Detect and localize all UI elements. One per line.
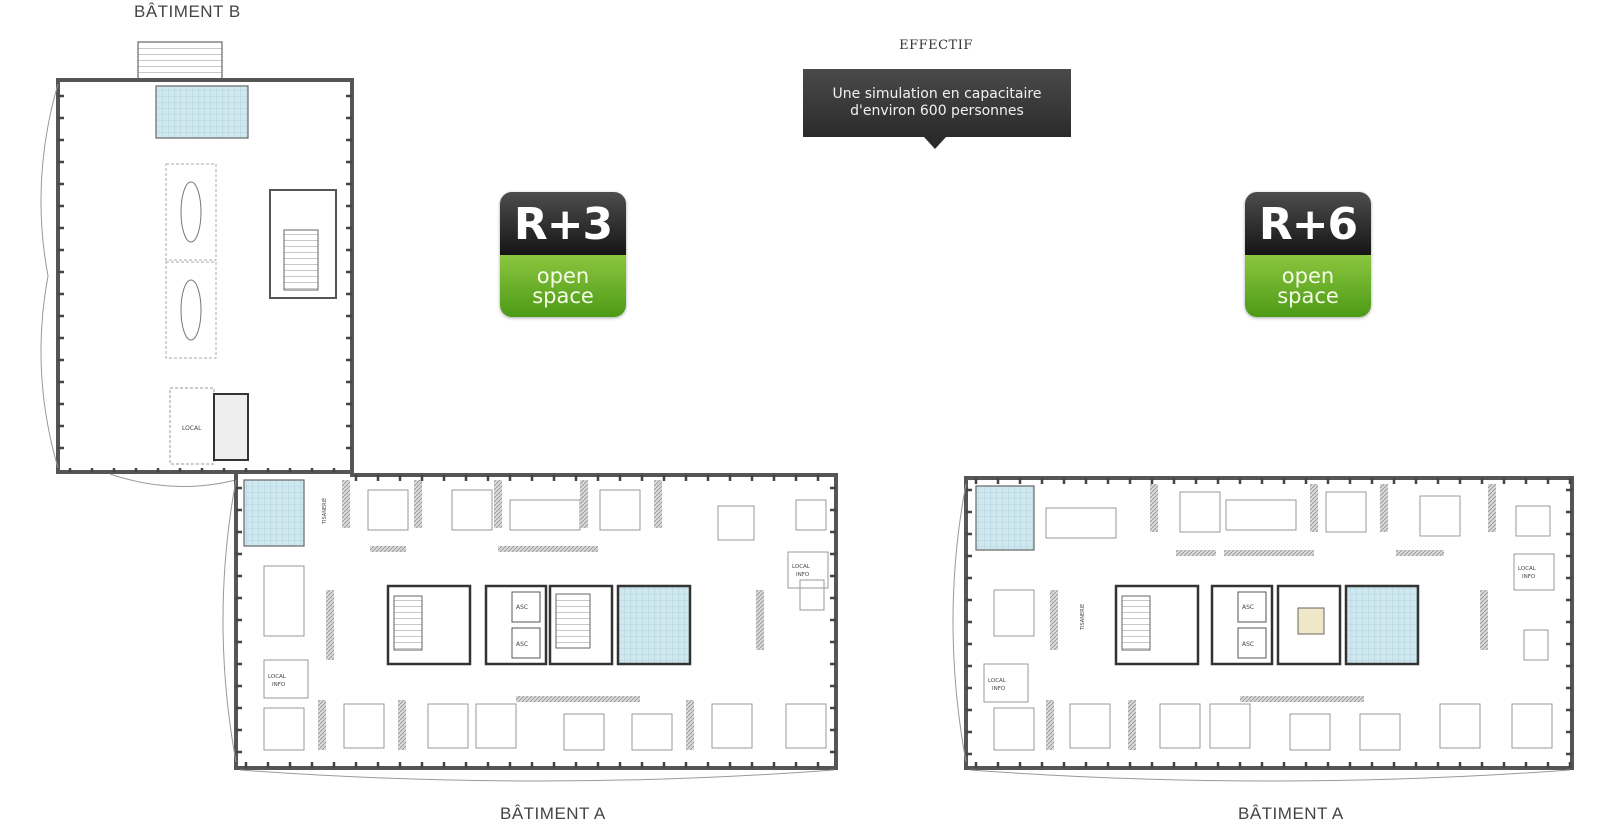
floor-badge-r3: R+3 open space bbox=[500, 192, 626, 317]
elevator-label: ASC bbox=[1242, 641, 1254, 648]
building-b-label: BÂTIMENT B bbox=[134, 2, 241, 21]
badge-subtitle: open space bbox=[1245, 255, 1371, 317]
effectif-title: EFFECTIF bbox=[899, 38, 973, 53]
building-a-plan-r3 bbox=[222, 470, 838, 782]
callout-pointer bbox=[924, 137, 946, 149]
badge-line-open: open bbox=[1281, 264, 1335, 288]
floor-badge-r6: R+6 open space bbox=[1245, 192, 1371, 317]
local-info-label: INFO bbox=[1522, 574, 1536, 580]
local-info-label: LOCAL bbox=[988, 678, 1007, 684]
local-info-label: LOCAL bbox=[792, 564, 811, 570]
badge-line-open: open bbox=[536, 264, 590, 288]
building-a-label-r6: BÂTIMENT A bbox=[1238, 804, 1344, 823]
elevator-label: ASC bbox=[516, 604, 528, 611]
local-info-label: LOCAL bbox=[1518, 566, 1537, 572]
window-mullions bbox=[58, 94, 1572, 768]
badge-line-space: space bbox=[532, 284, 594, 308]
floor-label: R+3 bbox=[500, 192, 626, 255]
effectif-line-1: Une simulation en capacitaire bbox=[832, 86, 1042, 102]
effectif-callout: Une simulation en capacitaire d'environ … bbox=[803, 69, 1071, 137]
tisanerie-label: TISANERIE bbox=[1080, 604, 1086, 631]
floor-label: R+6 bbox=[1245, 192, 1371, 255]
local-info-label: INFO bbox=[272, 682, 286, 688]
building-a-plan-r6 bbox=[952, 476, 1574, 782]
local-info-label: INFO bbox=[992, 686, 1006, 692]
effectif-line-2: d'environ 600 personnes bbox=[850, 103, 1024, 119]
building-a-label-r3: BÂTIMENT A bbox=[500, 804, 606, 823]
local-info-label: INFO bbox=[796, 572, 810, 578]
badge-subtitle: open space bbox=[500, 255, 626, 317]
badge-line-space: space bbox=[1277, 284, 1339, 308]
building-b-plan bbox=[40, 41, 354, 488]
elevator-label: ASC bbox=[1242, 604, 1254, 611]
local-info-label: LOCAL bbox=[268, 674, 287, 680]
local-label: LOCAL bbox=[182, 425, 202, 432]
tisanerie-label: TISANERIE bbox=[322, 498, 328, 525]
elevator-label: ASC bbox=[516, 641, 528, 648]
